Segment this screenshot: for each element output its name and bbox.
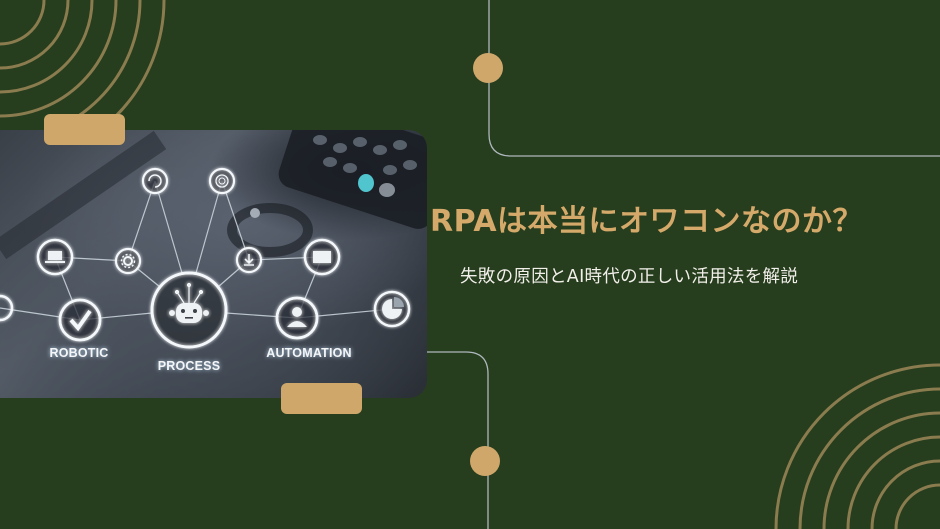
bottom-dot bbox=[470, 446, 500, 476]
page-title: RPAは本当にオワコンなのか？ bbox=[430, 204, 864, 239]
bottom-accent-tab bbox=[281, 383, 362, 414]
bottom-connector-line bbox=[420, 351, 489, 529]
robotic-label: ROBOTIC bbox=[49, 346, 109, 360]
glasses-blur bbox=[227, 203, 313, 257]
download-icon bbox=[235, 246, 263, 274]
calculator-blur bbox=[278, 130, 427, 229]
top-dot bbox=[473, 53, 503, 83]
top-connector-line bbox=[488, 0, 940, 157]
process-label: PROCESS bbox=[157, 359, 221, 373]
robot-icon bbox=[150, 271, 228, 349]
gear-icon bbox=[114, 247, 142, 275]
target-icon bbox=[208, 167, 236, 195]
bottom-right-arcs bbox=[774, 363, 940, 529]
refresh-icon bbox=[141, 167, 169, 195]
check-icon bbox=[58, 298, 102, 342]
edge-node bbox=[0, 294, 14, 322]
top-accent-tab bbox=[44, 114, 125, 145]
laptop-icon bbox=[36, 238, 74, 276]
monitor-icon bbox=[303, 238, 341, 276]
pie-chart-icon bbox=[373, 290, 411, 328]
automation-label: AUTOMATION bbox=[266, 346, 352, 360]
rpa-illustration-photo: ROBOTIC PROCESS AUTOMATION bbox=[0, 130, 427, 398]
page-subtitle: 失敗の原因とAI時代の正しい活用法を解説 bbox=[460, 267, 799, 287]
person-icon bbox=[275, 296, 319, 340]
